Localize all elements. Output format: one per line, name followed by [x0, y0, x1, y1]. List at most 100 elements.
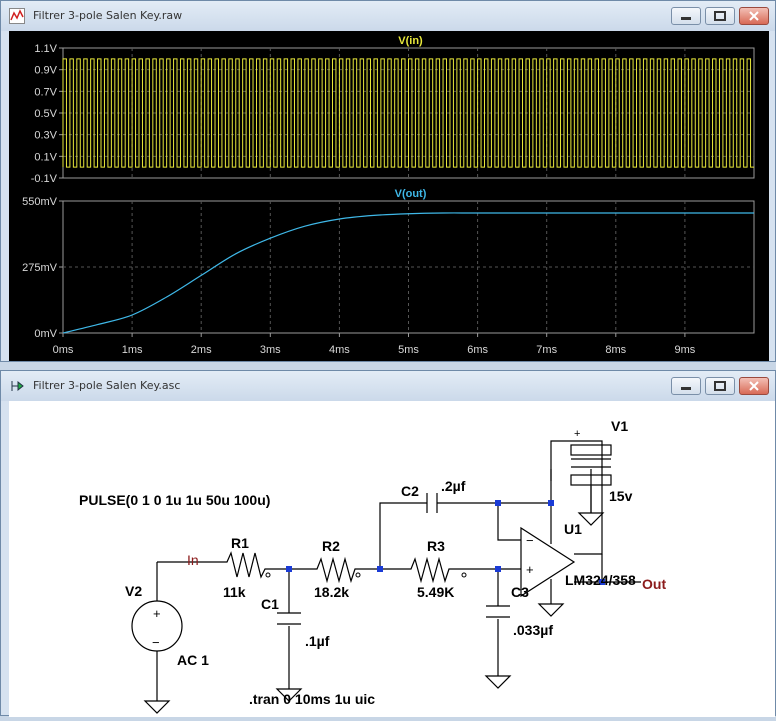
x-tick-label: 2ms — [191, 344, 212, 356]
wire — [497, 503, 521, 541]
u1-label: U1 — [564, 521, 582, 537]
maximize-icon — [714, 11, 726, 21]
ground-symbol — [275, 688, 303, 702]
close-button[interactable] — [739, 377, 769, 395]
minimize-icon — [681, 17, 691, 20]
waveform-plot-area[interactable]: 1.1V 0.9V 0.7V 0.5V 0.3V 0.1V -0.1V V(in) 550mV… — [9, 31, 769, 361]
wire — [550, 440, 603, 555]
x-tick-label: 7ms — [536, 344, 557, 356]
y-tick-label: 550mV — [22, 196, 58, 208]
y-tick-label: 1.1V — [34, 43, 57, 55]
schematic-window: Filtrer 3-pole Salen Key.asc — [0, 370, 776, 717]
schematic-app-icon — [11, 380, 24, 392]
y-tick-label: -0.1V — [31, 173, 58, 185]
minimize-icon — [681, 387, 691, 390]
voltage-source-v2[interactable] — [131, 600, 183, 652]
ground-symbol — [143, 700, 171, 714]
opamp-u1[interactable] — [520, 526, 576, 598]
junction-dot — [286, 566, 292, 572]
schematic[interactable]: + − + − + PULSE(0 1 0 1u 1u 50u 100u) R1… — [9, 401, 775, 717]
x-tick-label: 1ms — [122, 344, 143, 356]
c1-label: C1 — [261, 596, 279, 612]
capacitor-c2[interactable] — [426, 493, 438, 513]
c2-value: .2µf — [441, 478, 466, 494]
battery-v1-cell — [570, 474, 612, 486]
schematic-titlebar[interactable]: Filtrer 3-pole Salen Key.asc — [1, 371, 775, 401]
y-tick-label: 0.1V — [34, 151, 57, 163]
resistor-r3[interactable] — [404, 556, 467, 584]
waveform-app-icon — [9, 8, 25, 24]
v1-value: 15v — [609, 488, 633, 504]
battery-v1-plates — [571, 458, 611, 468]
battery-v1[interactable] — [570, 444, 612, 456]
net-label-out: Out — [642, 576, 666, 592]
capacitor-c1[interactable] — [277, 612, 301, 625]
waveform-plot[interactable]: 1.1V 0.9V 0.7V 0.5V 0.3V 0.1V -0.1V V(in) 550mV… — [9, 31, 769, 361]
trace-label-vin: V(in) — [398, 35, 423, 47]
c3-value: .033µf — [513, 622, 553, 638]
v1-label: V1 — [611, 418, 628, 434]
y-tick-label: 0.9V — [34, 65, 57, 77]
vout-trace — [62, 212, 755, 334]
pulse-directive[interactable]: PULSE(0 1 0 1u 1u 50u 100u) — [79, 492, 270, 508]
resistor-r2[interactable] — [311, 556, 361, 584]
y-tick-label: 0.7V — [34, 86, 57, 98]
minimize-button[interactable] — [671, 7, 701, 25]
waveform-window: Filtrer 3-pole Salen Key.raw 1.1V 0.9V 0.7… — [0, 0, 776, 362]
maximize-button[interactable] — [705, 377, 735, 395]
close-button[interactable] — [739, 7, 769, 25]
r1-value: 11k — [223, 584, 246, 600]
c1-value: .1µf — [305, 633, 330, 649]
junction-dot — [548, 500, 554, 506]
minimize-button[interactable] — [671, 377, 701, 395]
r3-label: R3 — [427, 538, 445, 554]
junction-dot — [377, 566, 383, 572]
vin-pane: 1.1V 0.9V 0.7V 0.5V 0.3V 0.1V -0.1V V(in) — [31, 35, 755, 185]
tran-directive[interactable]: .tran 0 10ms 1u uic — [249, 691, 375, 707]
junction-dot — [495, 500, 501, 506]
x-tick-label: 3ms — [260, 344, 281, 356]
close-icon — [749, 11, 759, 21]
r1-label: R1 — [231, 535, 249, 551]
waveform-window-title: Filtrer 3-pole Salen Key.raw — [33, 9, 183, 22]
net-label-in: In — [187, 552, 199, 568]
maximize-icon — [714, 381, 726, 391]
r2-label: R2 — [322, 538, 340, 554]
maximize-button[interactable] — [705, 7, 735, 25]
capacitor-c3[interactable] — [486, 605, 510, 618]
x-tick-label: 0ms — [53, 344, 74, 356]
x-tick-label: 9ms — [675, 344, 696, 356]
x-tick-label: 5ms — [398, 344, 419, 356]
x-tick-label: 4ms — [329, 344, 350, 356]
y-tick-label: 275mV — [22, 262, 58, 274]
r3-value: 5.49K — [417, 584, 454, 600]
ground-symbol — [537, 603, 565, 617]
node-marker — [265, 572, 271, 578]
vin-trace — [62, 58, 754, 168]
wire — [379, 502, 427, 569]
y-tick-label: 0.5V — [34, 108, 57, 120]
schematic-window-title: Filtrer 3-pole Salen Key.asc — [33, 379, 181, 392]
v2-plus-sign: + — [153, 606, 161, 621]
ground-symbol — [577, 512, 605, 526]
ground-symbol — [484, 675, 512, 689]
junction-dot — [599, 579, 605, 585]
schematic-canvas[interactable]: + − + − + PULSE(0 1 0 1u 1u 50u 100u) R1… — [9, 401, 775, 717]
v1-plus-sign: + — [574, 428, 580, 440]
node-marker — [461, 572, 467, 578]
y-tick-label: 0.3V — [34, 130, 57, 142]
y-tick-label: 0mV — [34, 328, 57, 340]
c2-label: C2 — [401, 483, 419, 499]
v2-label: V2 — [125, 583, 142, 599]
resistor-r1[interactable] — [219, 551, 271, 579]
close-icon — [749, 381, 759, 391]
waveform-titlebar[interactable]: Filtrer 3-pole Salen Key.raw — [1, 1, 775, 31]
opamp-plus-sign: + — [526, 562, 534, 577]
v2-minus-sign: − — [152, 635, 160, 650]
node-marker — [355, 572, 361, 578]
v2-value: AC 1 — [177, 652, 209, 668]
c3-label: C3 — [511, 584, 529, 600]
r2-value: 18.2k — [314, 584, 349, 600]
